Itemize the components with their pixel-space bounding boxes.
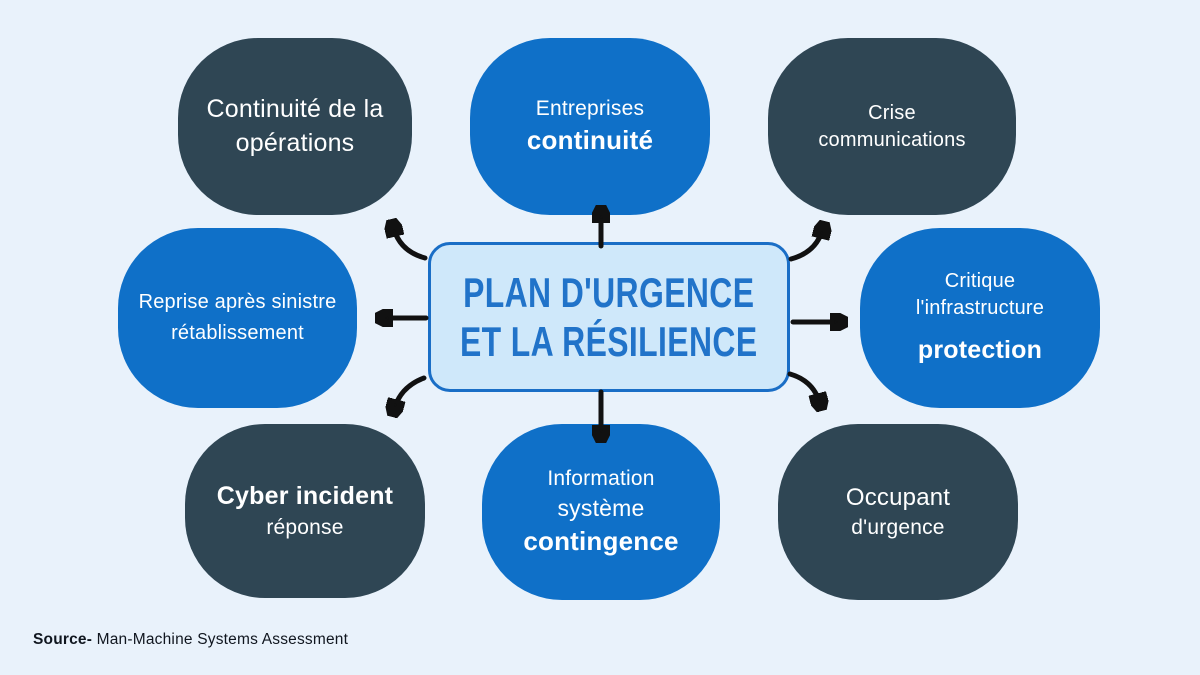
- bubble-occupant-urgence: Occupant d'urgence: [778, 424, 1018, 600]
- bubble-text-line: Continuité de la: [206, 94, 384, 123]
- diagram-title-line2: ET LA RÉSILIENCE: [460, 318, 758, 365]
- bubble-text-line: communications: [818, 128, 966, 151]
- arrow-bottom-right-icon: [787, 371, 820, 404]
- arrow-bottom-left-icon: [394, 375, 427, 410]
- bubble-text-line: contingence: [523, 526, 679, 557]
- bubble-crise-communications: Crise communications: [768, 38, 1016, 215]
- bubble-critique-infrastructure: Critique l'infrastructure protection: [860, 228, 1100, 408]
- bubble-information-systeme: Information système contingence: [482, 424, 720, 600]
- source-attribution: Source- Man-Machine Systems Assessment: [33, 631, 348, 649]
- bubble-reprise-apres-sinistre: Reprise après sinistre rétablissement: [118, 228, 357, 408]
- bubble-text-line: l'infrastructure: [915, 297, 1045, 320]
- source-label: Source-: [33, 631, 93, 648]
- bubble-cyber-incident: Cyber incident réponse: [185, 424, 425, 598]
- bubble-text-line: continuité: [526, 125, 654, 156]
- diagram-title-line1: PLAN D'URGENCE: [463, 268, 755, 316]
- bubble-text-line: Critique: [944, 270, 1016, 293]
- diagram-title: PLAN D'URGENCE ET LA RÉSILIENCE: [460, 268, 758, 366]
- bubble-text-line: Cyber incident: [216, 481, 394, 510]
- bubble-text-line: Reprise après sinistre: [138, 291, 337, 313]
- bubble-text-line: réponse: [266, 515, 344, 539]
- arrow-top-left-icon: [393, 226, 428, 261]
- bubble-text-line: d'urgence: [851, 516, 945, 540]
- bubble-text-line: système: [557, 495, 645, 522]
- bubble-text-line: opérations: [235, 128, 355, 157]
- arrow-top-right-icon: [788, 228, 823, 262]
- source-text: Man-Machine Systems Assessment: [92, 631, 349, 648]
- center-plan-box: PLAN D'URGENCE ET LA RÉSILIENCE: [428, 242, 790, 392]
- bubble-text-line: Crise: [868, 101, 916, 124]
- bubble-text-line: rétablissement: [171, 322, 304, 344]
- bubble-text-line: Information: [547, 466, 655, 490]
- bubble-continuite-operations: Continuité de la opérations: [178, 38, 412, 215]
- bubble-text-line: protection: [917, 336, 1043, 365]
- bubble-text-line: Entreprises: [535, 96, 645, 120]
- bubble-entreprises-continuite: Entreprises continuité: [470, 38, 710, 215]
- bubble-text-line: Occupant: [845, 483, 951, 511]
